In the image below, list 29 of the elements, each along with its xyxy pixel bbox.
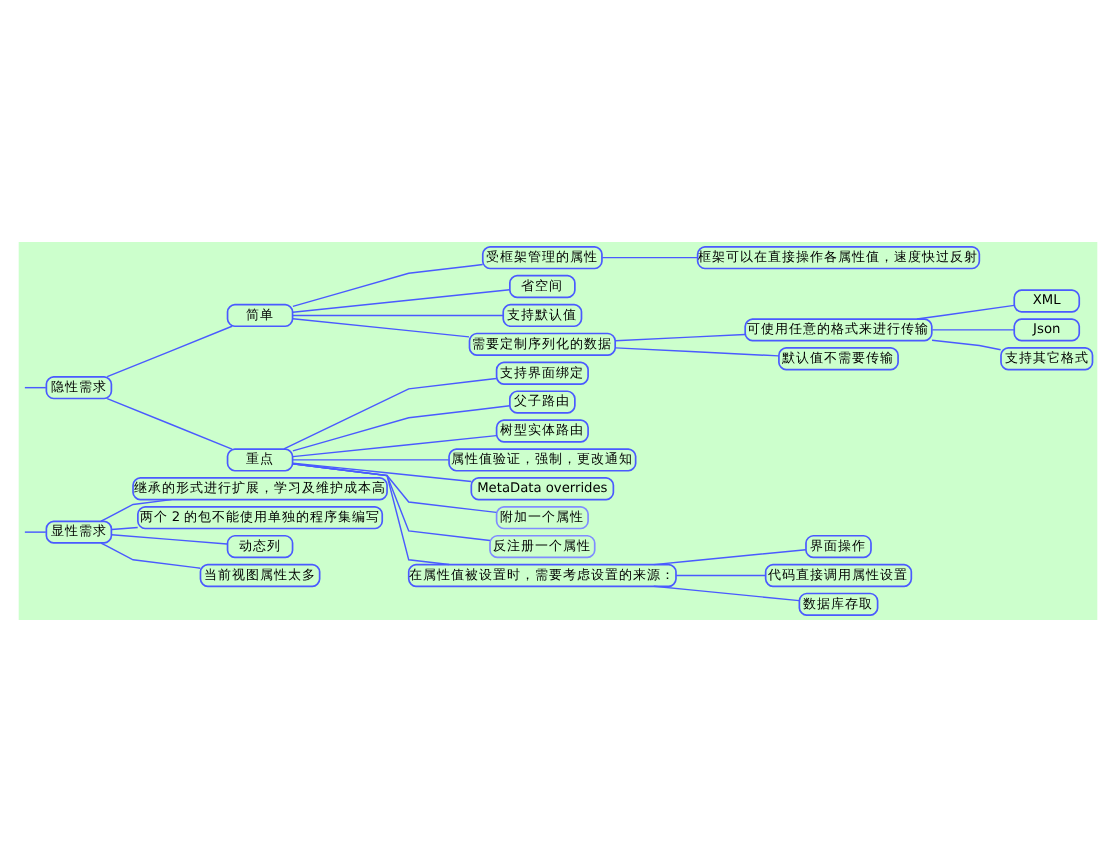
connector [292,314,504,317]
connector [292,462,473,483]
connector [931,329,1015,331]
connector [653,548,807,566]
connector [283,377,498,450]
connector [292,405,511,452]
connector [24,531,47,533]
connector [916,304,1015,320]
connector [931,339,1002,351]
connector [24,386,47,389]
connector [292,459,450,461]
connector [291,463,498,514]
connector [292,317,470,338]
connector [292,263,484,308]
connector [106,397,233,450]
connector [601,256,699,259]
connector [106,325,233,378]
connector [292,289,511,313]
connector [100,498,173,522]
connector [291,463,450,566]
connector [675,574,767,577]
connector [100,542,202,569]
connector [614,347,780,357]
connector [291,463,491,542]
connector [110,533,228,545]
connector [110,526,139,531]
connector [614,333,746,342]
connector [653,585,800,602]
connector [292,434,498,458]
